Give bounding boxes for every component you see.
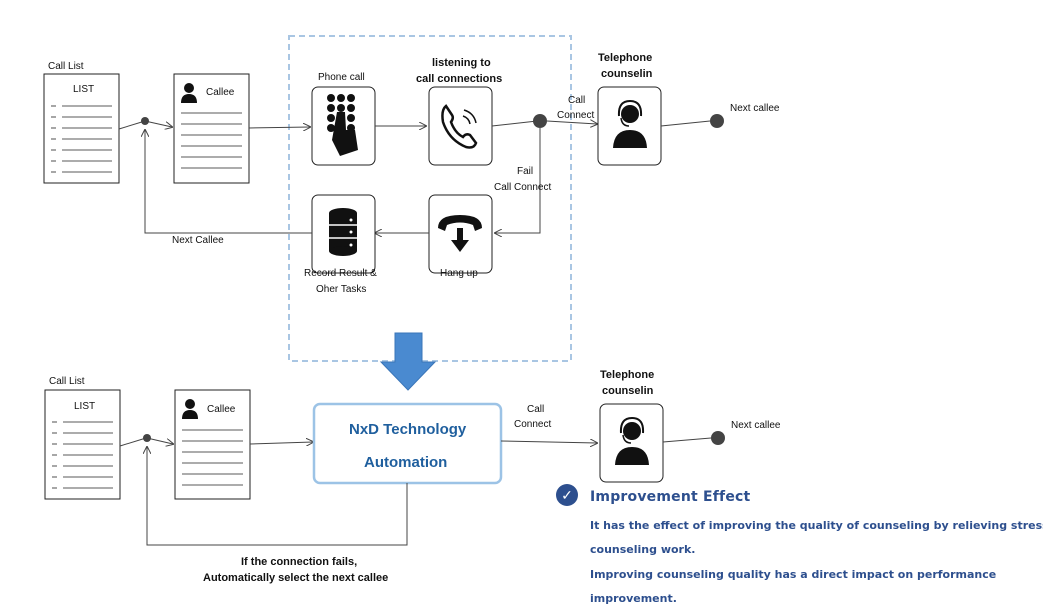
nxd-label-line1: NxD Technology (349, 421, 467, 438)
end-dot (710, 114, 724, 128)
callee-label-bottom: Callee (207, 404, 236, 415)
call-connect-bottom-line1: Call (527, 404, 544, 415)
arrow-to-callee (144, 120, 172, 127)
call-connect-line1: Call (568, 95, 585, 106)
hang-up-label: Hang up (440, 268, 478, 279)
effect-text-line3: Improving counseling quality has a direc… (590, 568, 997, 581)
phone-ringing-icon (428, 86, 493, 166)
list-title-bottom: LIST (74, 401, 95, 412)
database-icon (311, 194, 376, 274)
record-label-line2: Oher Tasks (316, 284, 366, 295)
check-icon: ✓ (556, 484, 578, 506)
arrow-to-phone-call (248, 127, 310, 128)
record-label-line1: Record Result & (304, 268, 377, 279)
connector-line (118, 120, 146, 130)
improvement-effect-panel: ✓ Improvement Effect It has the effect o… (556, 484, 1043, 614)
automation-region-dashed-box (288, 35, 572, 362)
end-dot-bottom (711, 431, 725, 445)
auto-next-loop-arrow (147, 447, 408, 546)
fail-label-line1: Fail (517, 166, 533, 177)
effect-text-line1: It has the effect of improving the quali… (590, 519, 1043, 532)
phone-call-label: Phone call (318, 72, 365, 83)
arrow-to-counselor-bottom (500, 441, 597, 443)
listening-label-line2: call connections (416, 73, 502, 85)
next-callee-right-bottom-label: Next callee (731, 420, 781, 431)
connector-line (660, 120, 711, 127)
fail-path-arrow (495, 128, 541, 233)
arrow-to-callee-bottom (146, 437, 173, 444)
decision-dot (533, 114, 547, 128)
telephone-counseling-bottom-line2: counselin (602, 385, 654, 397)
next-callee-left-label: Next Callee (172, 235, 224, 246)
telephone-counseling-line1: Telephone (598, 52, 652, 64)
hang-up-phone-icon (428, 194, 493, 274)
call-connect-bottom-line2: Connect (514, 419, 551, 430)
callee-document-icon-bottom (174, 389, 251, 500)
fail-label-line2: Call Connect (494, 182, 551, 193)
telephone-counseling-line2: counselin (601, 68, 653, 80)
arrow-to-counselor (546, 121, 597, 124)
call-list-label: Call List (48, 61, 84, 72)
next-callee-loop-arrow (145, 130, 312, 234)
counselor-headset-icon-bottom (599, 403, 664, 483)
callee-label: Callee (206, 87, 235, 98)
arrow-to-nxd (249, 442, 313, 444)
improvement-effect-title: Improvement Effect (590, 489, 751, 505)
call-list-document-icon (43, 73, 120, 184)
list-title: LIST (73, 84, 94, 95)
connector-line (662, 437, 712, 443)
person-icon (185, 399, 195, 409)
connector-line (119, 437, 147, 447)
fail-note-line1: If the connection fails, (241, 556, 357, 568)
nxd-label-line2: Automation (364, 454, 447, 471)
telephone-counseling-bottom-line1: Telephone (600, 369, 654, 381)
nxd-automation-box (312, 402, 503, 485)
callee-document-icon (173, 73, 250, 184)
counselor-headset-icon (597, 86, 662, 166)
person-icon (184, 83, 194, 93)
keypad-icon (311, 86, 376, 166)
effect-text-line2: counseling work. (590, 543, 696, 556)
connector-line (491, 120, 538, 127)
call-list-document-icon-bottom (44, 389, 121, 500)
call-list-label-bottom: Call List (49, 376, 85, 387)
transition-down-arrow (379, 332, 437, 391)
next-callee-right-label: Next callee (730, 103, 780, 114)
effect-text-line4: improvement. (590, 592, 677, 605)
call-connect-line2: Connect (557, 110, 594, 121)
fail-note-line2: Automatically select the next callee (203, 572, 388, 584)
listening-label-line1: listening to (432, 57, 491, 69)
